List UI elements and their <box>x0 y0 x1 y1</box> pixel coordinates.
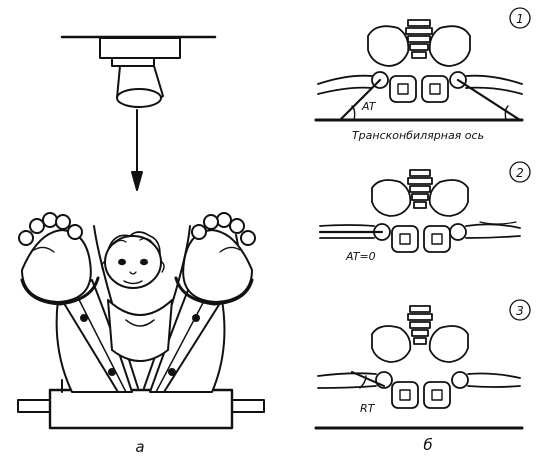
xray-tube <box>60 35 217 108</box>
view-2 <box>318 161 531 253</box>
view-1-number: 1 <box>516 12 524 26</box>
positioning-table <box>17 379 265 430</box>
view-1 <box>314 7 531 122</box>
view-2-angle-label: AT=0 <box>345 250 376 263</box>
view-3-number: 3 <box>516 304 524 318</box>
view-2-number: 2 <box>516 166 524 180</box>
view-1-angle-label: AT <box>361 100 377 113</box>
child-head <box>101 231 165 289</box>
view-1-axis-caption: Трансконбилярная ось <box>352 129 484 142</box>
panel-b-label: б <box>423 436 432 454</box>
left-leg <box>44 225 139 393</box>
panel-a-illustration <box>17 35 265 430</box>
beam-arrow <box>131 109 143 191</box>
view-3-angle-label: RT <box>360 402 376 415</box>
child-pelvis <box>107 299 173 362</box>
view-3 <box>314 299 531 430</box>
panel-a-label: а <box>135 438 144 456</box>
left-foot <box>18 212 100 306</box>
right-foot <box>174 212 256 306</box>
